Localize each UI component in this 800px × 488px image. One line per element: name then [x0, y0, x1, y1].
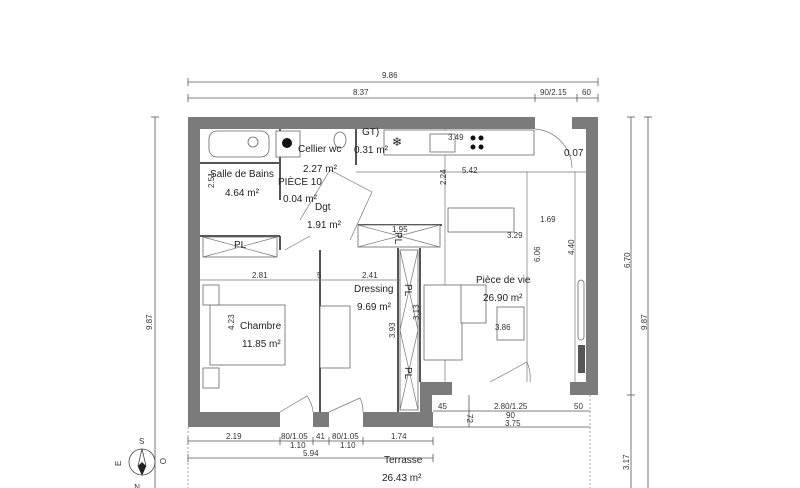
dim-bay-right: 50 [574, 402, 583, 411]
tv [577, 279, 585, 341]
room-area-placard: 0.07 [564, 148, 584, 159]
washing-machine-drum-icon [282, 138, 292, 148]
dim-bay-total: 3.75 [505, 419, 521, 428]
dimension-texts: 9.86 8.37 90/2.15 60 9.87 6.70 3.17 9.87… [145, 71, 649, 470]
room-area-terrasse: 26.43 m² [382, 473, 422, 484]
dim-living-height: 6.06 [533, 246, 542, 262]
dim-kitchen-depth: 2.24 [439, 169, 448, 185]
dim-right-upper: 6.70 [623, 252, 632, 268]
dim-closet-width: 1.95 [392, 225, 408, 234]
dim-bottom-door2: 80/1.05 [332, 432, 359, 441]
desk [319, 305, 351, 369]
freezer-icon: ❄ [392, 135, 402, 149]
dim-living-width: 3.86 [495, 323, 511, 332]
toilet-icon [333, 131, 347, 149]
dim-bottom-total: 5.94 [303, 449, 319, 458]
room-name-dgt: Dgt [315, 202, 331, 213]
room-labels: Salle de Bains 4.64 m² Cellier wc 2.27 m… [210, 127, 584, 484]
dim-right-total: 9.87 [640, 314, 649, 330]
dim-right-lower: 3.17 [622, 454, 631, 470]
dimension-lines [151, 78, 652, 488]
dim-bottom-a: 2.19 [226, 432, 242, 441]
room-name-cellier-wc: Cellier wc [298, 144, 341, 155]
dim-living-sofa: 3.13 [412, 304, 421, 320]
furniture: ❄ [202, 129, 585, 411]
armchair [496, 306, 525, 341]
dim-bottom-door2-h: 1.10 [340, 441, 356, 450]
bathtub [208, 130, 270, 158]
room-area-dgt: 1.91 m² [307, 220, 342, 231]
dim-table-width: 3.29 [507, 231, 523, 240]
dim-bottom-b: 1.74 [391, 432, 407, 441]
sink-icon [247, 136, 259, 148]
closet-label: PL [392, 232, 403, 245]
dim-bay-left: 45 [438, 402, 447, 411]
dim-top-main: 8.37 [353, 88, 369, 97]
coffee-table [460, 284, 487, 324]
room-area-cellier-wc: 2.27 m² [303, 164, 338, 175]
dim-dressing-height: 3.93 [388, 322, 397, 338]
kitchen-sink [429, 133, 456, 153]
dim-bay-door: 90 [506, 411, 515, 420]
doors [279, 128, 573, 413]
room-area-chambre: 11.85 m² [242, 339, 281, 350]
room-name-dressing: Dressing [354, 284, 393, 295]
dim-bottom-door1: 80/1.05 [281, 432, 308, 441]
dim-living-side: 4.40 [567, 239, 576, 255]
compass-east: E [114, 461, 123, 466]
dim-top-total: 9.86 [382, 71, 398, 80]
exterior-walls [188, 117, 598, 427]
dim-left-total: 9.87 [145, 314, 154, 330]
dining-table [447, 207, 515, 233]
room-name-piece-de-vie: Pièce de vie [476, 275, 531, 286]
closet-label: PL [402, 284, 413, 297]
dim-kitchen-counter: 3.49 [448, 133, 464, 142]
closet-label: PL [234, 240, 247, 251]
dim-chambre-width: 2.81 [252, 271, 268, 280]
dim-bath-height: 2.51 [207, 172, 216, 188]
room-area-salle-de-bains: 4.64 m² [225, 188, 260, 199]
dim-top-right: 60 [582, 88, 591, 97]
compass-south: S [139, 437, 144, 446]
room-area-piece-10: 0.04 m² [283, 194, 318, 205]
dim-bay-window: 2.80/1.25 [494, 402, 528, 411]
dim-dressing-width: 2.41 [362, 271, 378, 280]
dim-bottom-gap: 41 [316, 432, 325, 441]
room-area-dressing: 9.69 m² [357, 302, 392, 313]
dim-top-door: 90/2.15 [540, 88, 567, 97]
room-name-chambre: Chambre [240, 321, 282, 332]
room-area-piece-de-vie: 26.90 m² [483, 293, 523, 304]
compass-north: N [134, 482, 140, 488]
bed [209, 304, 286, 366]
dim-table: 1.69 [540, 215, 556, 224]
dim-bottom-door1-h: 1.10 [290, 441, 306, 450]
closet [399, 249, 419, 411]
room-name-gt: GT) [362, 127, 379, 138]
compass-west: O [158, 458, 167, 464]
kitchen-counter [383, 129, 535, 156]
room-name-terrasse: Terrasse [384, 455, 423, 466]
room-area-gt: 0.31 m² [354, 145, 389, 156]
closet-label: PL [402, 367, 413, 380]
dim-wall: 5 [317, 271, 322, 280]
sofa [423, 284, 463, 361]
room-name-salle-de-bains: Salle de Bains [210, 169, 274, 180]
room-name-piece-10: PIÈCE 10 [278, 175, 322, 188]
compass-icon: S E O N [114, 437, 167, 488]
dim-kitchen-width: 5.42 [462, 166, 478, 175]
dim-chambre-height: 4.23 [227, 314, 236, 330]
dim-bay-sill: 72 [465, 414, 474, 423]
